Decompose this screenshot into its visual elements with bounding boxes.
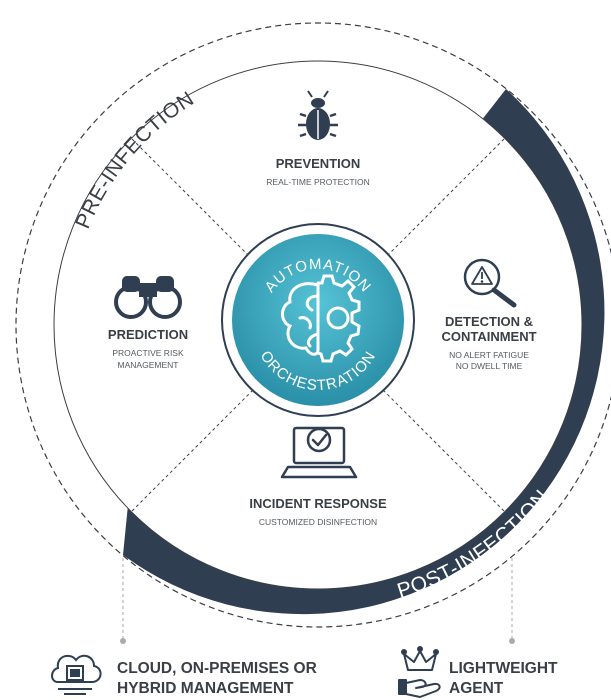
- detection-subtitle-line-1: NO ALERT FATIGUE: [449, 350, 529, 360]
- footer-connectors: [122, 558, 513, 640]
- outer-dashed-ring: [15, 22, 611, 628]
- detection-subtitle-line-2: NO DWELL TIME: [456, 361, 523, 371]
- lightweight-agent-feature: LIGHTWEIGHT AGENT: [398, 646, 558, 698]
- connector-dot-right: [509, 638, 515, 644]
- quadrant-dividers: [131, 138, 505, 512]
- cloud-management-feature: CLOUD, ON-PREMISES OR HYBRID MANAGEMENT: [51, 654, 317, 697]
- connector-dot-left: [120, 638, 126, 644]
- crown-hand-icon: [398, 646, 441, 698]
- prediction-subtitle-line-2: MANAGEMENT: [118, 360, 179, 370]
- central-hub: AUTOMATION ORCHESTRATION: [221, 223, 415, 417]
- footer-left-line-1: CLOUD, ON-PREMISES OR: [117, 660, 317, 677]
- bug-icon: [298, 90, 338, 140]
- laptop-check-icon: [280, 426, 358, 479]
- footer-right-line-1: LIGHTWEIGHT: [449, 660, 558, 677]
- prevention-subtitle: REAL-TIME PROTECTION: [266, 177, 369, 187]
- brain-gear-icon: [281, 274, 361, 363]
- footer-right-line-2: AGENT: [449, 680, 504, 697]
- prevention-section: PREVENTION REAL-TIME PROTECTION: [266, 90, 370, 187]
- incident-response-subtitle: CUSTOMIZED DISINFECTION: [259, 517, 377, 527]
- prevention-title: PREVENTION: [276, 156, 361, 171]
- incident-response-title: INCIDENT RESPONSE: [249, 496, 387, 511]
- prediction-section: PREDICTION PROACTIVE RISK MANAGEMENT: [108, 276, 188, 370]
- detection-title-line-2: CONTAINMENT: [441, 329, 536, 344]
- detection-title-line-1: DETECTION &: [445, 314, 533, 329]
- footer-left-line-2: HYBRID MANAGEMENT: [117, 680, 294, 697]
- prediction-title: PREDICTION: [108, 327, 188, 342]
- binoculars-icon: [114, 276, 182, 319]
- prediction-subtitle-line-1: PROACTIVE RISK: [112, 348, 184, 358]
- incident-response-section: INCIDENT RESPONSE CUSTOMIZED DISINFECTIO…: [249, 426, 387, 527]
- alert-magnifier-icon: [463, 258, 517, 308]
- detection-section: DETECTION & CONTAINMENT NO ALERT FATIGUE…: [441, 258, 537, 371]
- cloud-chip-icon: [51, 654, 102, 695]
